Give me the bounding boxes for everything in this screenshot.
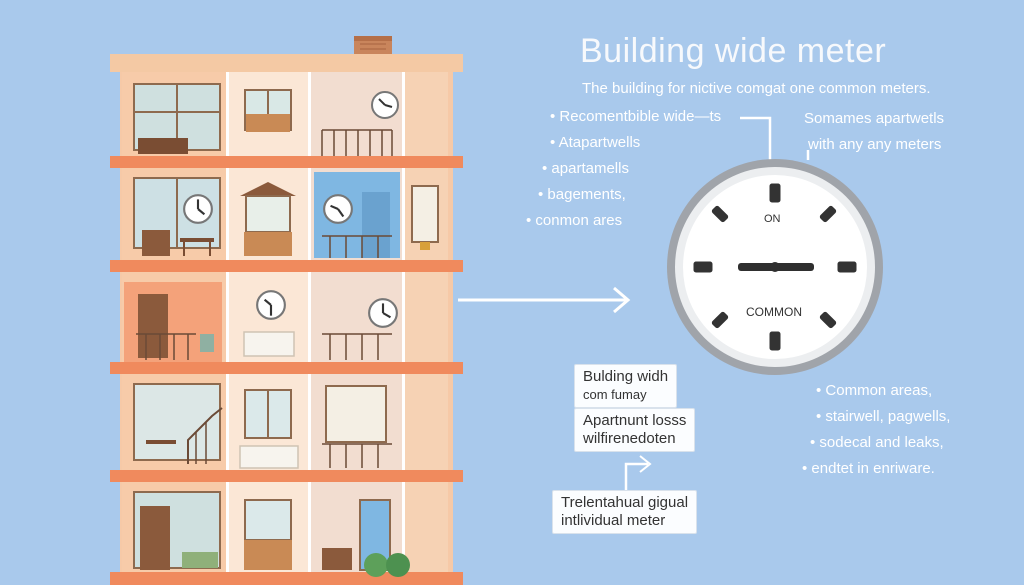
wall-clock-icon — [323, 194, 353, 224]
list-item: endtet in enriware. — [802, 456, 950, 482]
page-title: Building wide meter — [580, 32, 887, 70]
individual-meter-callout: Trelentahual gigual intlividual meter — [552, 490, 698, 534]
list-item: Common areas, — [816, 378, 950, 404]
wall-clock-icon — [183, 194, 213, 224]
list-item: Atapartwells — [550, 130, 721, 156]
right-bottom-list: Common areas, stairwell, pagwells, sodec… — [810, 378, 950, 482]
wall-clock-icon — [371, 91, 399, 119]
list-item: Recomentbible wide—ts — [550, 104, 721, 130]
building-illustration — [110, 36, 463, 585]
building-meter-callout: Bulding widh com fumay — [574, 364, 678, 408]
list-item: Somames apartwetls — [804, 110, 945, 127]
list-item: sodecal and leaks, — [810, 430, 950, 456]
meter-bottom-label: COMMON — [746, 305, 802, 319]
list-item: bagements, — [538, 182, 721, 208]
right-top-list: Somames apartwetls with any any meters — [804, 106, 944, 158]
wall-clock-icon — [256, 290, 286, 320]
list-item: with any any meters — [808, 136, 942, 153]
page-subtitle: The building for nictive comgat one comm… — [582, 80, 931, 97]
list-item: conmon ares — [526, 208, 721, 234]
wall-clock-icon — [368, 298, 398, 328]
list-item: apartamells — [542, 156, 721, 182]
meter-top-label: ON — [764, 213, 781, 225]
left-bullet-list: Recomentbible wide—ts Atapartwells apart… — [535, 104, 721, 234]
meter-dial — [667, 159, 883, 375]
list-item: stairwell, pagwells, — [816, 404, 950, 430]
apartment-loss-callout: Apartnunt losss wilfirenedoten — [574, 408, 696, 452]
